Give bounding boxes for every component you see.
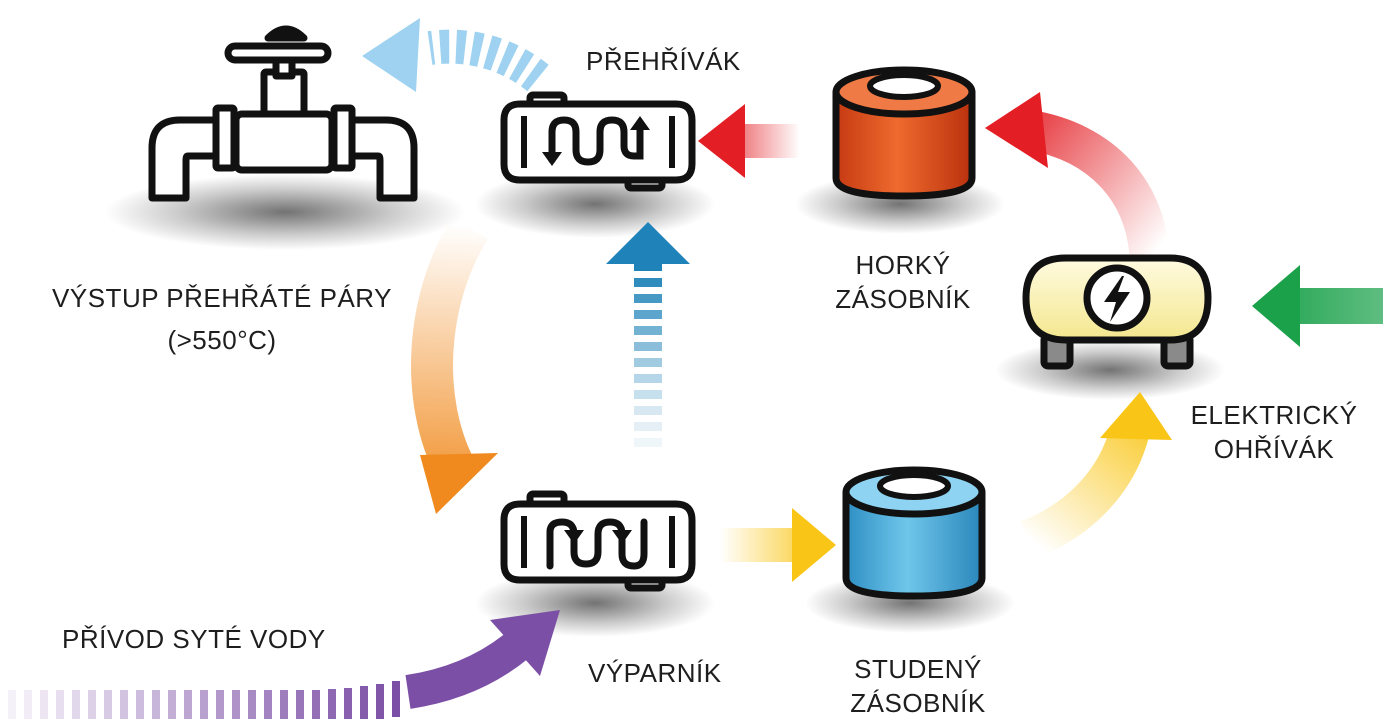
superheated-steam-outlet-line1: VÝSTUP PŘEHŘÁTÉ PÁRY (52, 283, 392, 313)
electric-heater-label: ELEKTRICKÝ OHŘÍVÁK (1168, 398, 1380, 466)
cold-storage-label: STUDENÝ ZÁSOBNÍK (818, 652, 1018, 720)
superheated-steam-outlet-line2: (>550°C) (167, 325, 277, 355)
hot-storage-label: HORKÝ ZÁSOBNÍK (808, 248, 998, 316)
electric-heater-line1: ELEKTRICKÝ (1190, 400, 1358, 430)
hot-tank-icon (832, 66, 976, 200)
pipe-valve-icon (148, 25, 418, 202)
feedwater-inlet-label: PŘÍVOD SYTÉ VODY (62, 624, 326, 654)
electric-heater-icon (1022, 254, 1212, 370)
hot-flow-arrow-upper (985, 92, 1170, 269)
cold-storage-line2: ZÁSOBNÍK (850, 688, 986, 718)
evaporator-icon (500, 490, 696, 592)
superheated-flow-arrow (411, 216, 498, 514)
cold-tank-icon (842, 466, 986, 600)
electric-heater-line2: OHŘÍVÁK (1213, 434, 1335, 464)
cold-storage-line1: STUDENÝ (854, 654, 982, 684)
superheater-label: PŘEHŘÍVÁK (586, 46, 741, 76)
superheater-icon (500, 91, 696, 192)
evaporator-label: VÝPARNÍK (588, 658, 722, 688)
steam-up-arrow (606, 222, 690, 447)
hot-flow-arrow-lower (698, 104, 815, 178)
hot-storage-line2: ZÁSOBNÍK (835, 284, 971, 314)
steam-out-arrow (362, 18, 549, 92)
electric-input-arrow (1252, 265, 1383, 347)
hot-storage-line1: HORKÝ (855, 250, 951, 280)
feedwater-arrow (8, 610, 560, 719)
cold-flow-arrow-upper (1020, 392, 1172, 559)
cold-flow-arrow-lower (718, 508, 836, 582)
superheated-steam-outlet-label: VÝSTUP PŘEHŘÁTÉ PÁRY (>550°C) (6, 281, 438, 357)
